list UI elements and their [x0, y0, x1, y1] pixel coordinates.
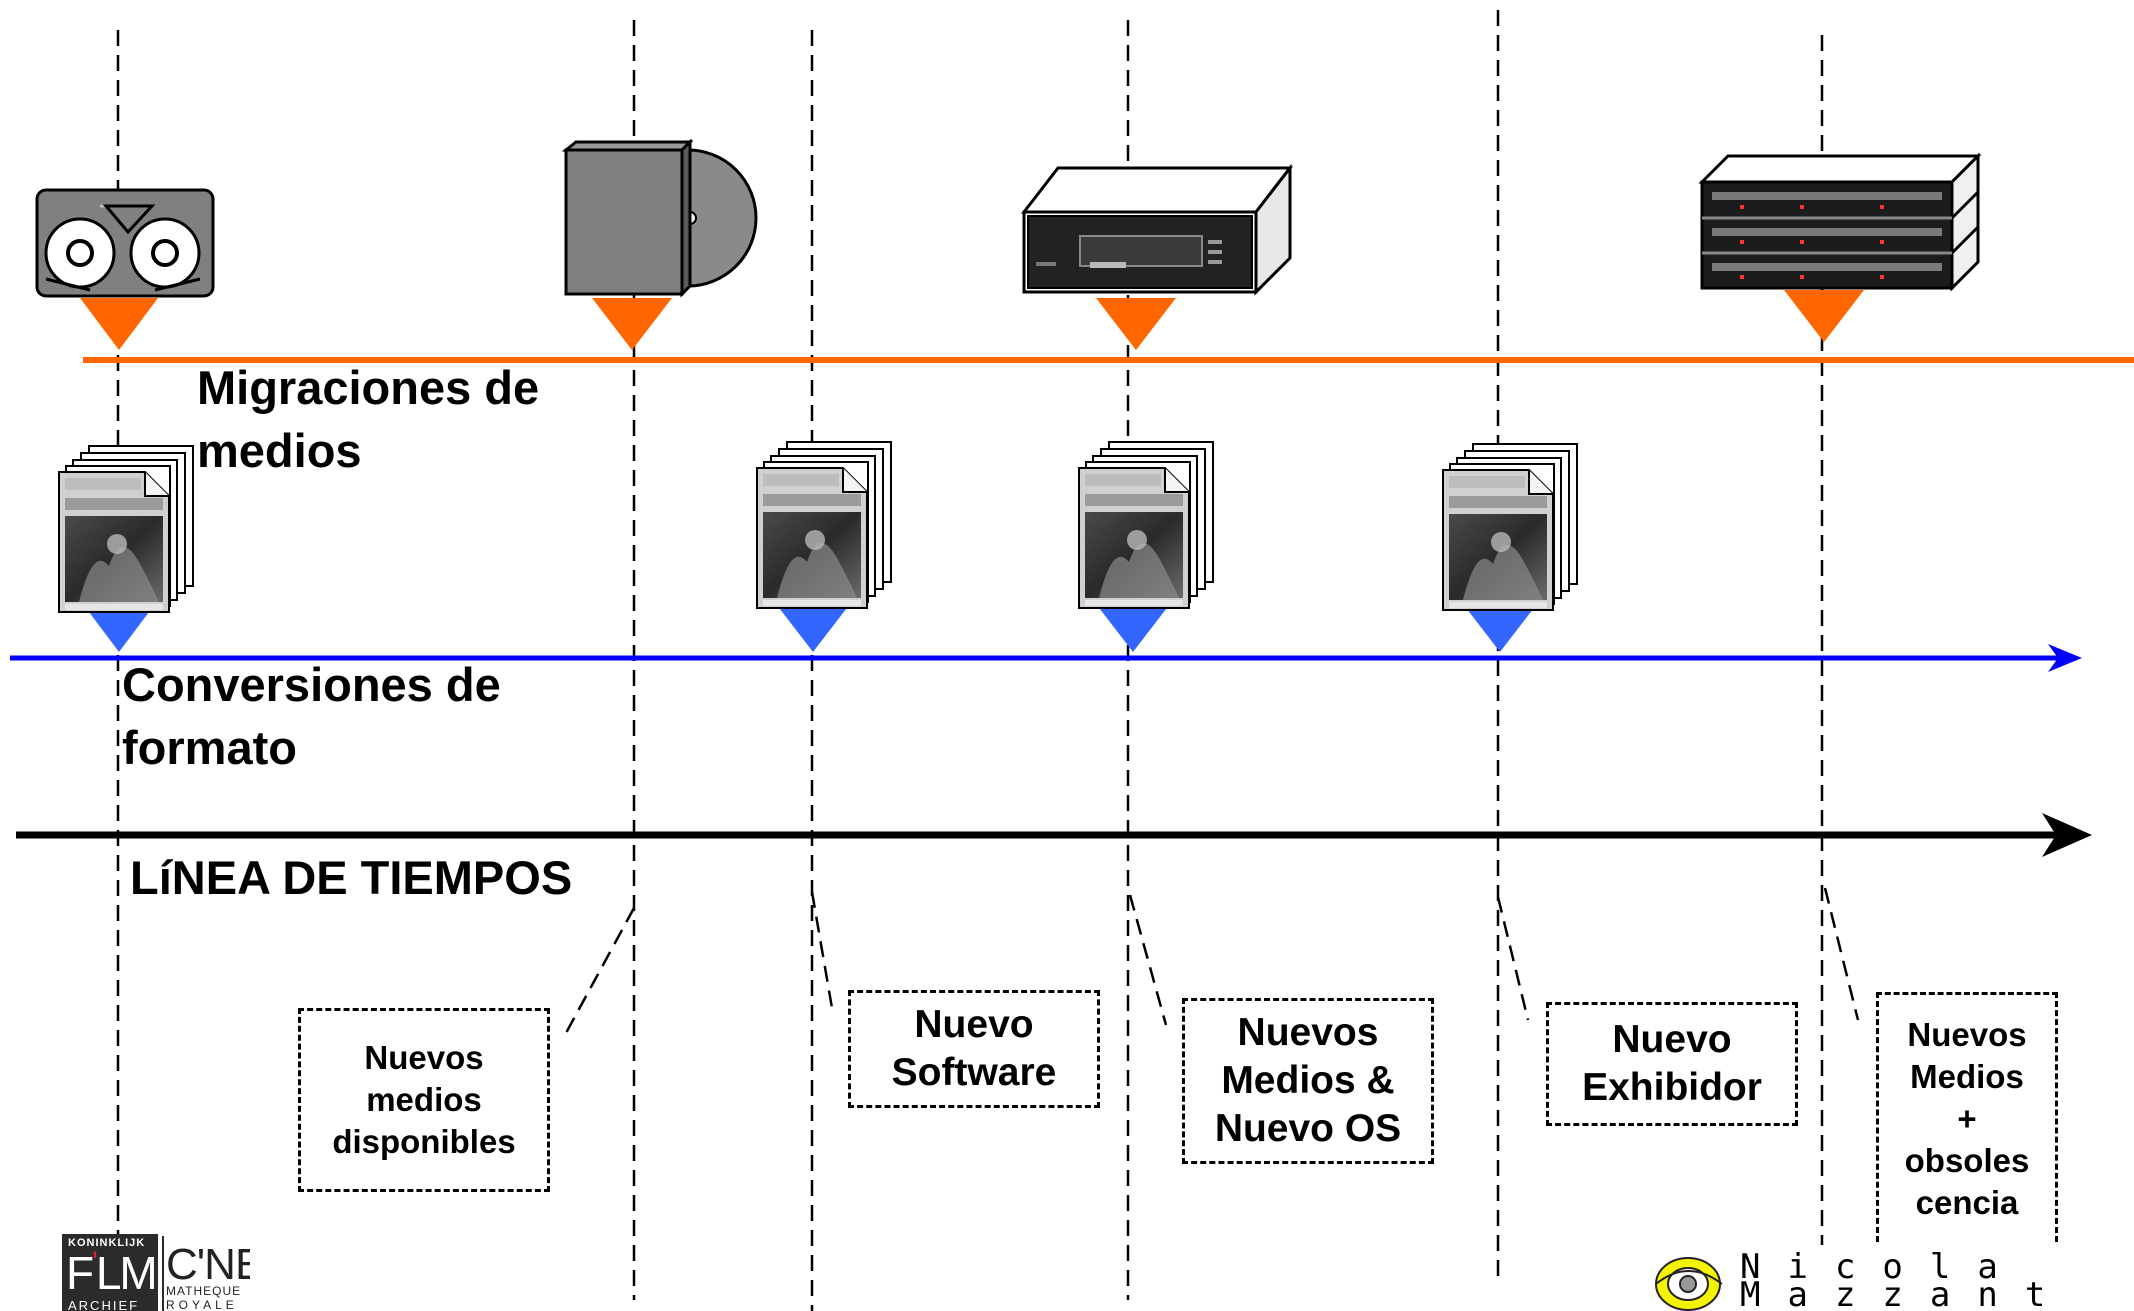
author-name-last: Mazzanti [1740, 1275, 2072, 1311]
timeline-arrowhead [2042, 813, 2092, 857]
media-migrations-label: Migraciones de medios [197, 361, 540, 477]
image-files-icon [1442, 443, 1578, 611]
conversion-markers [80, 600, 1540, 652]
format-conversions-arrowhead [2048, 644, 2082, 672]
tape-cassette-icon [35, 188, 215, 298]
conversion-marker [1093, 600, 1173, 652]
image-files-icon [1078, 441, 1214, 609]
conversion-marker [1460, 600, 1540, 652]
format-conversions-label: Conversiones de formato [122, 658, 501, 774]
migration-markers [80, 290, 1864, 350]
tape-drive-icon [1020, 163, 1294, 296]
migration-marker [80, 298, 158, 350]
migration-marker [1096, 298, 1176, 350]
cd-case-icon [561, 138, 758, 298]
conversion-marker [80, 600, 158, 652]
author-logo: Nicola Mazzanti [1652, 1248, 2072, 1311]
film-archive-logo: KONINKLIJK F'LM ARCHIEF C'NE MATHEQUE RO… [62, 1234, 250, 1311]
conversion-marker [773, 600, 853, 652]
migration-marker [1784, 290, 1864, 342]
server-rack-icon [1698, 152, 1982, 292]
author-name-first: Nicola [1740, 1248, 2025, 1287]
image-files-icon [756, 441, 892, 609]
eye-icon [1655, 1257, 1723, 1311]
migration-marker [592, 298, 672, 350]
timeline-label: LíNEA DE TIEMPOS [130, 851, 573, 904]
image-files-icon [58, 445, 194, 613]
